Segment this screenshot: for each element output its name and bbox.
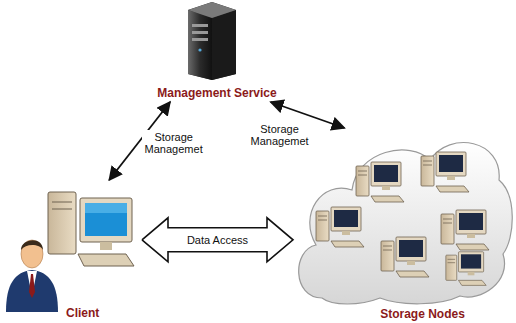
- server-icon: [188, 2, 236, 80]
- node-box: Storage Nodes: [295, 128, 516, 323]
- node-title: Management Service: [150, 86, 284, 100]
- edge-label: Data Access: [185, 233, 250, 247]
- storage-computers: [316, 152, 489, 285]
- node-box: Client: [0, 180, 140, 323]
- storage-cloud: [299, 143, 513, 304]
- node-title: Storage Nodes: [325, 307, 516, 321]
- edge-label: Storage Managemet: [248, 122, 312, 148]
- edge-label: Storage Managemet: [142, 130, 206, 156]
- node-box: Management Service: [150, 0, 284, 102]
- block-arrow: [142, 218, 293, 262]
- user-figure: [6, 240, 58, 312]
- client-computer: [48, 192, 134, 266]
- node-title: Client: [66, 306, 99, 320]
